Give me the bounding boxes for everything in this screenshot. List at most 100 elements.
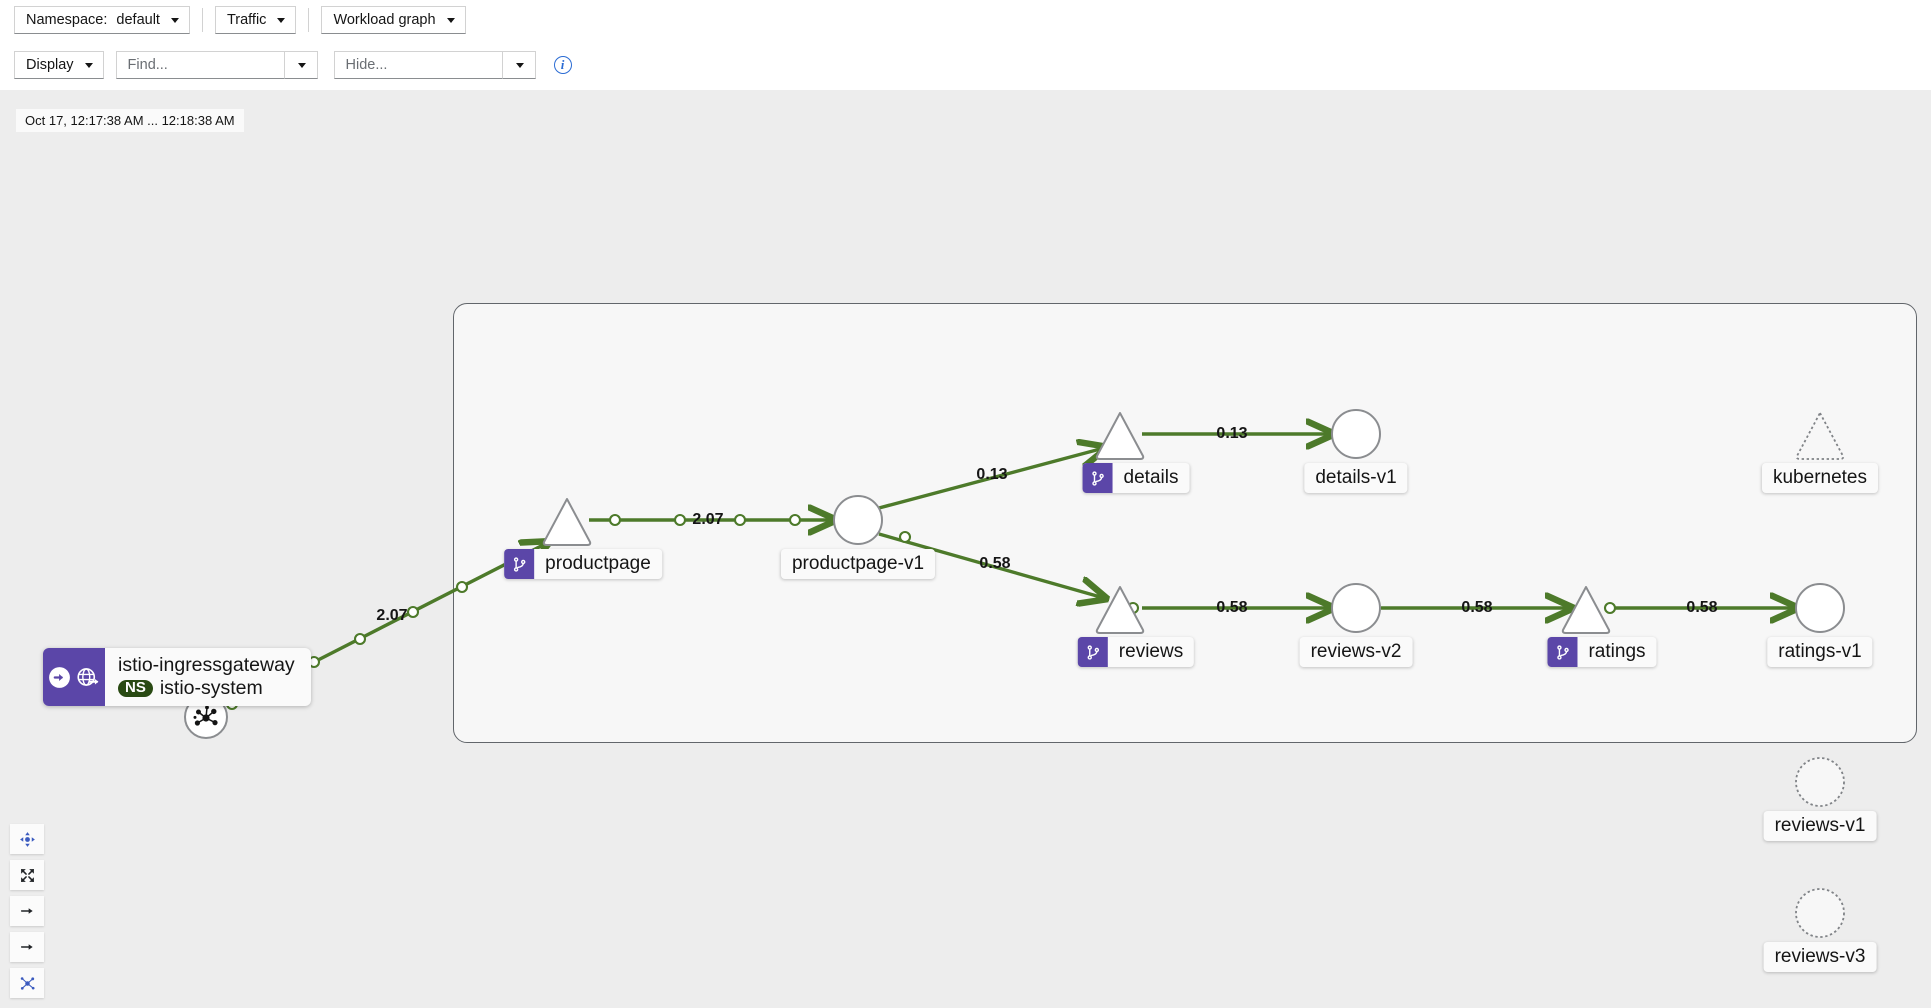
secondary-toolbar: Display Find... Hide... i: [0, 40, 1931, 90]
graph-type-selector-label: Workload graph: [333, 12, 436, 28]
node-label-text: ratings-v1: [1778, 641, 1862, 662]
virtual-service-icon: [504, 549, 535, 579]
graph-type-selector[interactable]: Workload graph: [321, 6, 466, 34]
arrow-into-circle-icon: [49, 666, 70, 688]
info-icon[interactable]: i: [553, 56, 572, 74]
namespace-box-default: [453, 303, 1917, 743]
node-label-details-v1[interactable]: details-v1: [1304, 463, 1408, 493]
node-label-ratings-svc[interactable]: ratings: [1547, 637, 1657, 667]
edge-productpage-v1-to-reviews[interactable]: [878, 532, 1104, 598]
node-label-text: productpage: [545, 553, 651, 574]
gateway-badges: [43, 648, 105, 706]
time-range-chip: Oct 17, 12:17:38 AM ... 12:18:38 AM: [16, 109, 244, 132]
expand-arrows-icon: [20, 868, 34, 882]
node-label-text: details-v1: [1315, 467, 1397, 488]
namespace-badge: NS: [118, 679, 153, 698]
chevron-down-icon: [84, 62, 93, 68]
gateway-namespace: istio-system: [159, 676, 263, 699]
node-details-v1[interactable]: [1331, 409, 1381, 459]
pan-control[interactable]: [10, 824, 44, 854]
zoom-out-control[interactable]: [10, 932, 44, 962]
graph-layout-icon: [20, 976, 35, 990]
node-label-reviews-v3[interactable]: reviews-v3: [1763, 942, 1877, 972]
edge-label-istio-ingressgateway-to-productpage-svc: 2.07: [376, 607, 408, 624]
chevron-down-icon: [297, 62, 306, 68]
fit-to-screen-control[interactable]: [10, 860, 44, 890]
node-reviews-service[interactable]: [1095, 586, 1145, 634]
edge-label-productpage-v1-to-reviews-svc: 0.58: [979, 555, 1011, 572]
edge-label-ratings-svc-to-ratings-v1: 0.58: [1686, 599, 1718, 616]
node-label-reviews-v2[interactable]: reviews-v2: [1299, 637, 1413, 667]
node-label-details-svc[interactable]: details: [1082, 463, 1190, 493]
node-label-kubernetes-svc[interactable]: kubernetes: [1761, 463, 1879, 493]
graph-canvas[interactable]: Oct 17, 12:17:38 AM ... 12:18:38 AM: [0, 90, 1931, 1008]
hide-input-group: Hide...: [333, 51, 536, 79]
node-productpage-v1[interactable]: [833, 495, 883, 545]
traffic-selector[interactable]: Traffic: [214, 6, 297, 34]
namespace-selector-label: Namespace:: [26, 12, 108, 28]
node-label-reviews-v1[interactable]: reviews-v1: [1763, 811, 1877, 841]
arrow-right-icon: [20, 908, 33, 914]
namespace-selector-value: default: [116, 12, 160, 28]
gateway-namespace-row: NS istio-system: [118, 676, 295, 700]
display-menu-button[interactable]: Display: [14, 51, 104, 79]
node-label-ratings-v1[interactable]: ratings-v1: [1767, 637, 1873, 667]
node-label-text: kubernetes: [1772, 467, 1868, 488]
virtual-service-icon: [1077, 637, 1108, 667]
chevron-down-icon: [515, 62, 524, 68]
four-way-arrows-icon: [19, 831, 35, 847]
edge-label-reviews-svc-to-reviews-v2: 0.58: [1216, 599, 1248, 616]
toolbar-divider-1: [201, 8, 203, 32]
primary-toolbar: Namespace: default Traffic Workload grap…: [0, 0, 1931, 40]
node-label-text: reviews-v1: [1774, 815, 1866, 836]
node-reviews-v2[interactable]: [1331, 583, 1381, 633]
traffic-selector-label: Traffic: [226, 12, 267, 28]
edge-label-productpage-svc-to-productpage-v1: 2.07: [692, 511, 724, 528]
edge-label-productpage-v1-to-details-svc: 0.13: [976, 466, 1008, 483]
find-input-group: Find...: [115, 51, 318, 79]
hide-input[interactable]: Hide...: [333, 51, 502, 79]
chevron-down-icon: [446, 17, 455, 23]
graph-edges-layer: [184, 409, 1845, 938]
node-label-text: reviews: [1118, 641, 1184, 662]
node-label-text: reviews-v2: [1310, 641, 1402, 662]
find-dropdown-button[interactable]: [283, 51, 318, 79]
find-input[interactable]: Find...: [115, 51, 284, 79]
edge-label-details-svc-to-details-v1: 0.13: [1216, 425, 1248, 442]
node-label-text: ratings: [1588, 641, 1646, 662]
node-label-text: productpage-v1: [791, 553, 925, 574]
node-kubernetes-service[interactable]: [1795, 412, 1845, 460]
edge-label-reviews-v2-to-ratings-svc: 0.58: [1461, 599, 1493, 616]
node-label-productpage-v1[interactable]: productpage-v1: [780, 549, 936, 579]
node-label-text: reviews-v3: [1774, 946, 1866, 967]
graph-controls: [10, 824, 44, 998]
traffic-animation-dots: [225, 513, 1617, 711]
node-label-reviews-svc[interactable]: reviews: [1077, 637, 1195, 667]
node-reviews-v1[interactable]: [1795, 757, 1845, 807]
edge-productpage-v1-to-details[interactable]: [878, 448, 1104, 510]
node-ratings-service[interactable]: [1561, 586, 1611, 634]
zoom-in-control[interactable]: [10, 896, 44, 926]
workload-mesh-icon: [193, 705, 218, 726]
namespace-selector[interactable]: Namespace: default: [14, 6, 190, 34]
virtual-service-icon: [1547, 637, 1578, 667]
node-productpage-service[interactable]: [542, 498, 592, 546]
chevron-down-icon: [277, 17, 286, 23]
gateway-label-istio-ingressgateway[interactable]: istio-ingressgateway NS istio-system: [43, 648, 311, 706]
layout-control[interactable]: [10, 968, 44, 998]
gateway-name: istio-ingressgateway: [118, 653, 295, 676]
toolbar-divider-2: [308, 8, 310, 32]
node-label-text: details: [1123, 467, 1179, 488]
hide-dropdown-button[interactable]: [501, 51, 536, 79]
globe-gateway-icon: [77, 668, 99, 686]
node-details-service[interactable]: [1095, 412, 1145, 460]
node-ratings-v1[interactable]: [1795, 583, 1845, 633]
chevron-down-icon: [170, 17, 179, 23]
node-label-productpage-svc[interactable]: productpage: [504, 549, 662, 579]
node-reviews-v3[interactable]: [1795, 888, 1845, 938]
arrow-right-icon: [20, 944, 33, 950]
graph-nodes-layer: [184, 409, 1845, 938]
display-menu-label: Display: [26, 57, 74, 73]
gateway-label-text: istio-ingressgateway NS istio-system: [105, 648, 311, 706]
